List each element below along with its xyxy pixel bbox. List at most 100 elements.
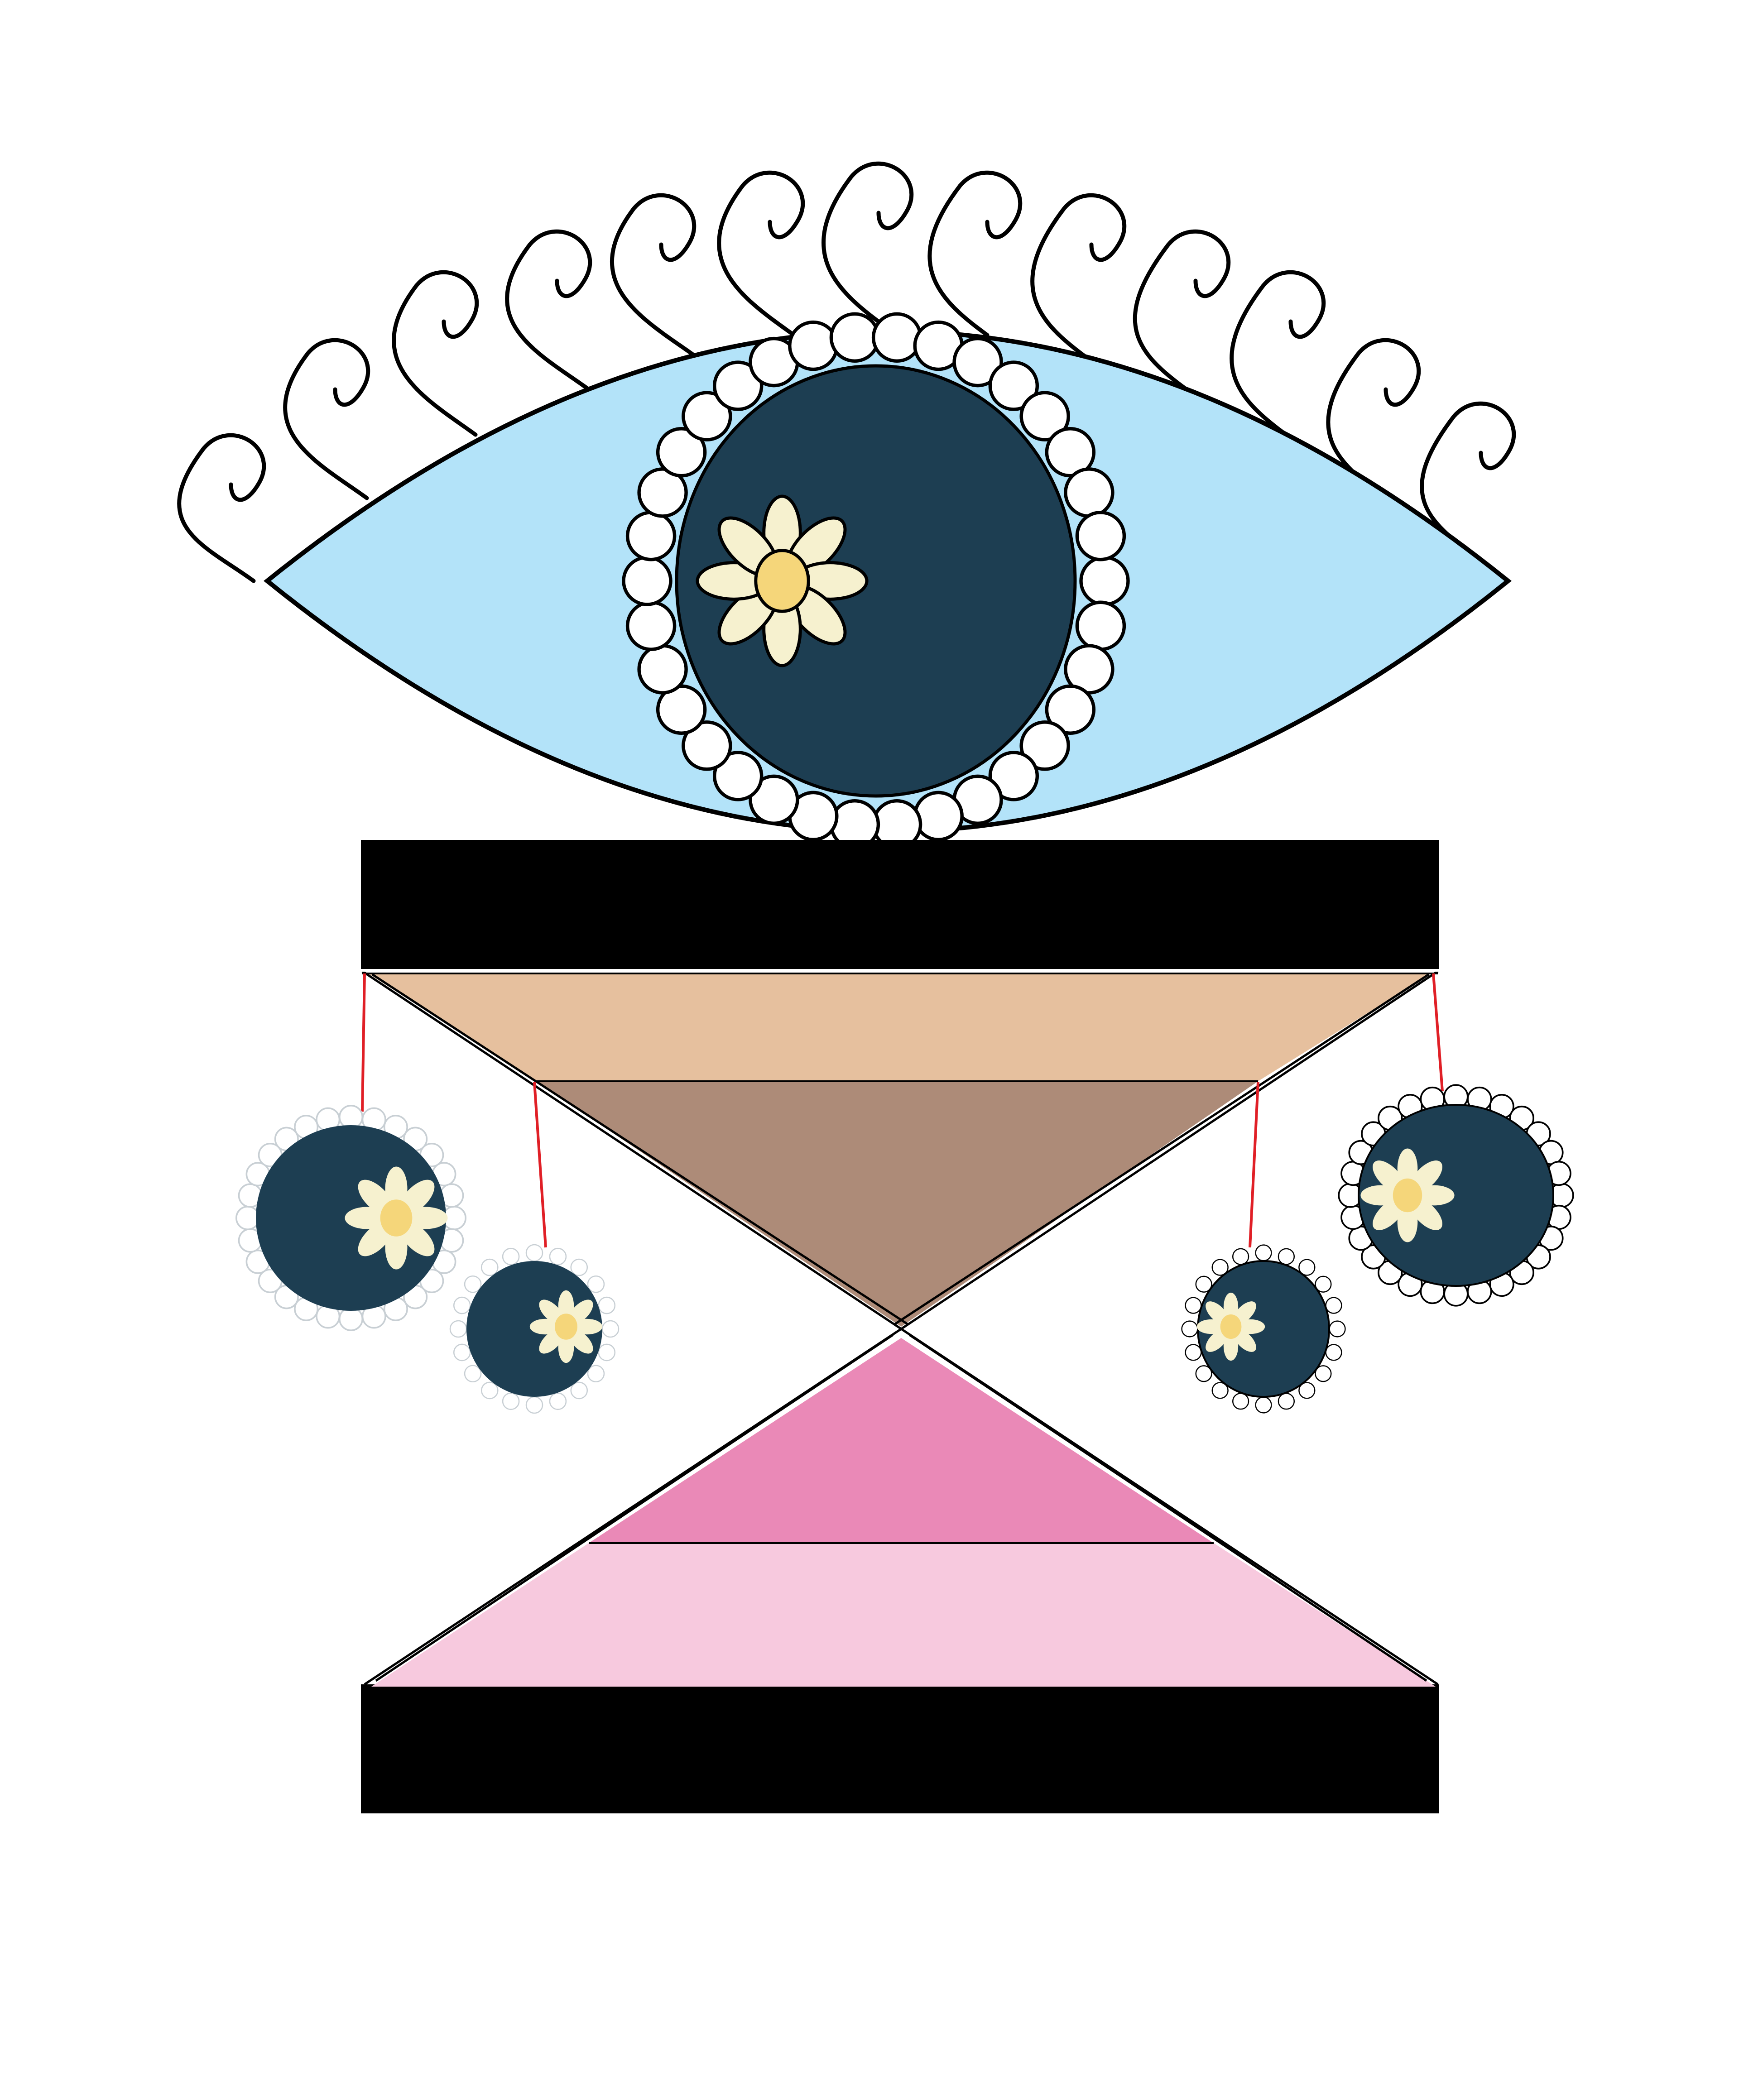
scallop-bump: [637, 644, 688, 695]
scallop-bump: [712, 751, 764, 801]
flower-center: [1220, 1314, 1242, 1339]
iris-scalloped-edge: [622, 312, 1130, 850]
scallop-bump: [1278, 1248, 1295, 1265]
hanging-ornament-3: [1181, 1082, 1346, 1414]
upper-sand-light: [367, 973, 1432, 1081]
scallop-bump: [625, 511, 677, 561]
scallop-bump: [549, 1247, 567, 1266]
eyelash-10: [1133, 229, 1231, 392]
scallop-bump: [682, 720, 732, 771]
scallop-bump: [525, 1244, 543, 1262]
scallop-bump: [749, 774, 799, 825]
flower-center: [754, 549, 810, 613]
scallop-bump: [1315, 1275, 1332, 1293]
eyelash-6: [717, 170, 805, 340]
scallop-bump: [480, 1381, 499, 1400]
eyelash-11: [1230, 270, 1326, 437]
scallop-bump: [1045, 427, 1096, 478]
scallop-bump: [1185, 1344, 1202, 1361]
glass-edge-8: [375, 1333, 894, 1682]
scallop-bump: [788, 320, 839, 371]
glass-edge-2: [371, 973, 909, 1326]
ornament-string: [1249, 1082, 1259, 1248]
scallop-bump: [570, 1381, 588, 1400]
ornament-daisy-icon: [345, 1166, 448, 1270]
hanging-ornament-2: [449, 1082, 620, 1414]
scallop-bump: [587, 1365, 605, 1383]
scallop-bump: [1298, 1382, 1316, 1399]
scallop-bump: [1064, 467, 1114, 518]
scallop-bump: [449, 1320, 467, 1338]
ornament-daisy-icon: [1360, 1148, 1455, 1242]
eyelash-5: [610, 193, 700, 360]
scallop-bump: [525, 1396, 543, 1414]
scallop-bump: [1232, 1393, 1249, 1410]
scallop-bump: [1064, 644, 1114, 695]
scallop-bump: [502, 1247, 520, 1266]
ornament-scallop-ring: [449, 1244, 620, 1414]
scallop-bump: [1075, 600, 1126, 651]
flower-center: [380, 1199, 413, 1237]
scallop-bump: [1211, 1259, 1229, 1276]
scallop-bump: [453, 1296, 471, 1314]
scallop-bump: [1075, 511, 1126, 561]
ornament-scallop-ring: [1181, 1244, 1346, 1414]
ornament-scallop-ring: [235, 1105, 466, 1332]
scallop-bump: [235, 1206, 260, 1231]
eyelash-7: [821, 161, 914, 331]
scallop-bump: [622, 556, 673, 606]
scallop-bump: [1325, 1297, 1342, 1314]
scallop-bump: [1195, 1275, 1212, 1293]
scallop-bump: [682, 391, 732, 441]
hourglass-bottom-bar: [361, 1684, 1439, 1813]
eyelashes: [177, 161, 1516, 583]
eyelash-1: [177, 433, 266, 583]
glass-edge-1: [361, 970, 902, 1330]
ornament-string: [533, 1082, 547, 1248]
lower-sand-light: [371, 1543, 1436, 1687]
eyelash-3: [392, 270, 479, 437]
hanging-ornament-4: [1338, 973, 1574, 1307]
scallop-bump: [1232, 1248, 1249, 1265]
hourglass-glass-outline: [361, 969, 1439, 1686]
glass-edge-3: [900, 970, 1439, 1330]
ornament-daisy-icon: [1196, 1292, 1265, 1361]
scallop-bump: [570, 1258, 588, 1276]
scallop-bump: [1255, 1396, 1272, 1414]
scallop-bump: [1315, 1365, 1332, 1382]
main-daisy: [696, 494, 869, 667]
scallop-bump: [1045, 684, 1096, 735]
scallop-bump: [829, 312, 880, 363]
scallop-bump: [587, 1275, 605, 1293]
scallop-bump: [464, 1275, 482, 1293]
flower-center: [1393, 1178, 1422, 1213]
scallop-bump: [1195, 1365, 1212, 1382]
ornament-string: [1432, 973, 1444, 1092]
flower-center: [555, 1314, 577, 1340]
scallop-bump: [1079, 556, 1130, 606]
iris-scallop-ring: [622, 312, 1130, 850]
scallop-bump: [1181, 1320, 1198, 1338]
eyelash-13: [1420, 401, 1516, 559]
scallop-bump: [1185, 1297, 1202, 1314]
scallop-bump: [598, 1296, 616, 1314]
scallop-bump: [464, 1365, 482, 1383]
scallop-bump: [1255, 1244, 1272, 1261]
pupil: [675, 364, 1077, 798]
eyelash-4: [505, 229, 592, 392]
scallop-bump: [480, 1258, 499, 1276]
scallop-bump: [1019, 720, 1070, 771]
scallop-bump: [1325, 1344, 1342, 1361]
eyelash-12: [1326, 338, 1421, 500]
scallop-bump: [1329, 1320, 1346, 1338]
scallop-bump: [656, 427, 707, 478]
eyelash-8: [927, 170, 1023, 337]
hourglass-top-bar: [361, 840, 1439, 969]
scallop-bump: [1211, 1382, 1229, 1399]
upper-sand-dark: [536, 1081, 1258, 1327]
scallop-bump: [601, 1320, 620, 1338]
scallop-bump: [598, 1343, 616, 1362]
scallop-bump: [453, 1343, 471, 1362]
scallop-bump: [637, 467, 688, 518]
